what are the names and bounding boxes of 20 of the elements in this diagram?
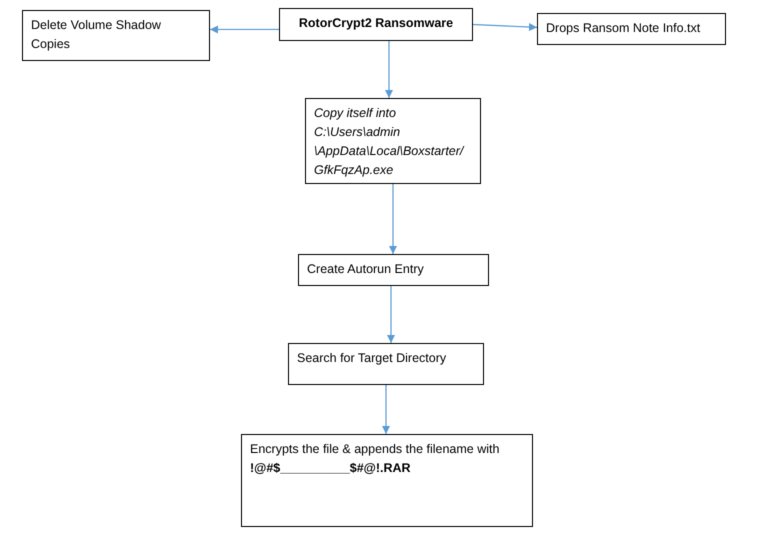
process-box: [22, 10, 210, 61]
box-label: Copy itself into C:\Users\admin \AppData\Local\Boxstarter/ GfkFqzAp.exe: [314, 105, 466, 179]
box-label: Delete Volume Shadow Copies: [31, 17, 162, 53]
arrow: [472, 23, 538, 32]
process-box: [241, 434, 533, 527]
box-label: RotorCrypt2 Ransomware: [298, 15, 454, 32]
process-box: [537, 13, 726, 45]
arrow: [389, 184, 397, 254]
process-box: [305, 98, 481, 184]
process-box: [279, 8, 473, 41]
box-label: Create Autorun Entry: [307, 261, 425, 278]
box-label: Drops Ransom Note Info.txt: [546, 20, 702, 37]
process-box: [288, 343, 484, 385]
arrow: [385, 41, 393, 98]
process-box: [298, 254, 489, 286]
box-label: Encrypts the file & appends the filename with !@#$__________$#@!.RAR: [250, 441, 500, 477]
box-label: Search for Target Directory: [297, 350, 448, 367]
arrow: [210, 25, 279, 34]
arrow: [382, 385, 390, 434]
arrow: [387, 286, 395, 343]
